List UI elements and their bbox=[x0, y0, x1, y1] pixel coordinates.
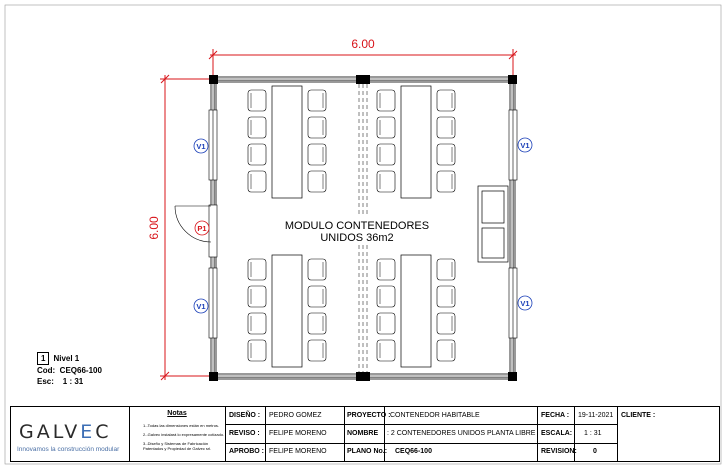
tag-window-bottom-right: V1 bbox=[517, 295, 533, 311]
chair bbox=[376, 143, 396, 166]
aprobo-label: APROBO : bbox=[229, 448, 264, 455]
tag-window-bottom-right-label: V1 bbox=[520, 299, 529, 308]
diseno-label: DISEÑO : bbox=[229, 412, 261, 419]
chair bbox=[376, 312, 396, 335]
escala-label: ESCALA: bbox=[541, 430, 573, 437]
chair bbox=[307, 285, 327, 308]
nombre-label: NOMBRE bbox=[347, 430, 379, 437]
fecha-value: 19-11-2021 bbox=[578, 412, 614, 419]
escala-value: 1 : 31 bbox=[584, 430, 602, 437]
tag-door: P1 bbox=[194, 220, 210, 236]
tag-window-top-left-label: V1 bbox=[196, 142, 205, 151]
chair bbox=[247, 258, 267, 281]
revision-label: REVISION: bbox=[541, 448, 577, 455]
reviso-value: FELIPE MORENO bbox=[269, 430, 327, 437]
cliente-label: CLIENTE : bbox=[621, 412, 656, 419]
chair bbox=[436, 312, 456, 335]
notes-section: Notas 1.-Todas las dimensiones están en … bbox=[129, 407, 225, 461]
chair bbox=[376, 285, 396, 308]
chair bbox=[307, 170, 327, 193]
notes-title: Notas bbox=[167, 410, 187, 417]
tag-window-top-left: V1 bbox=[193, 138, 209, 154]
chair bbox=[247, 89, 267, 112]
reviso-label: REVISO : bbox=[229, 430, 260, 437]
chair bbox=[376, 116, 396, 139]
chair bbox=[307, 312, 327, 335]
esc-label: Esc: bbox=[37, 377, 54, 386]
proyecto-label: PROYECTO : bbox=[347, 412, 391, 419]
aprobo-value: FELIPE MORENO bbox=[269, 448, 327, 455]
nombre-value: : 2 CONTENEDORES UNIDOS PLANTA LIBRE bbox=[387, 430, 536, 437]
cod-label: Cod: bbox=[37, 366, 56, 375]
chair bbox=[436, 339, 456, 362]
table bbox=[400, 254, 432, 368]
esc-value: 1 : 31 bbox=[62, 377, 84, 386]
chair bbox=[376, 339, 396, 362]
plan-title-line2: UNIDOS 36m2 bbox=[320, 232, 393, 244]
chair bbox=[307, 339, 327, 362]
table bbox=[400, 85, 432, 199]
cod-value: CEQ66-100 bbox=[59, 366, 102, 375]
chair bbox=[247, 170, 267, 193]
chair bbox=[376, 170, 396, 193]
plano-label: PLANO No.: bbox=[347, 448, 388, 455]
level-number: 1 bbox=[37, 352, 50, 365]
company-logo: GALVEC Innovamos la construcción modular bbox=[11, 407, 129, 461]
tag-window-bottom-left-label: V1 bbox=[196, 302, 205, 311]
corner-posts bbox=[209, 75, 517, 381]
fecha-label: FECHA : bbox=[541, 412, 570, 419]
chair bbox=[307, 89, 327, 112]
tag-window-top-right-label: V1 bbox=[520, 141, 529, 150]
chair bbox=[436, 143, 456, 166]
tag-window-bottom-left: V1 bbox=[193, 298, 209, 314]
chair bbox=[436, 170, 456, 193]
chair bbox=[247, 339, 267, 362]
logo-text: GALVEC bbox=[19, 421, 112, 443]
diseno-value: PEDRO GOMEZ bbox=[269, 412, 322, 419]
chair bbox=[376, 258, 396, 281]
chair bbox=[376, 89, 396, 112]
note-3: 3.-Diseño y Sistemas de Fabricación Pate… bbox=[143, 441, 212, 451]
note-2: 2.-Galvec instalará lo expresamente coti… bbox=[143, 432, 225, 437]
dimension-horizontal-label: 6.00 bbox=[351, 37, 375, 51]
chair bbox=[247, 312, 267, 335]
counter bbox=[477, 185, 509, 263]
chair bbox=[436, 116, 456, 139]
furniture bbox=[247, 85, 456, 368]
windows bbox=[208, 109, 518, 339]
table bbox=[271, 254, 303, 368]
chair bbox=[436, 285, 456, 308]
door bbox=[174, 204, 218, 258]
tag-window-top-right: V1 bbox=[517, 137, 533, 153]
chair bbox=[247, 143, 267, 166]
dimension-vertical bbox=[160, 74, 213, 381]
title-block: GALVEC Innovamos la construcción modular… bbox=[10, 406, 720, 462]
chair bbox=[307, 143, 327, 166]
chair bbox=[436, 258, 456, 281]
chair bbox=[247, 285, 267, 308]
plan-title-bg bbox=[280, 214, 430, 244]
logo-tagline: Innovamos la construcción modular bbox=[17, 446, 120, 453]
chair bbox=[436, 89, 456, 112]
logo-accent-letter: E bbox=[80, 421, 96, 443]
dimension-vertical-label: 6.00 bbox=[147, 216, 161, 240]
plano-value: CEQ66-100 bbox=[395, 448, 432, 455]
table bbox=[271, 85, 303, 199]
chair bbox=[247, 116, 267, 139]
tag-door-label: P1 bbox=[197, 224, 206, 233]
sheet-frame bbox=[4, 4, 722, 465]
dimension-horizontal bbox=[208, 49, 518, 79]
note-1: 1.-Todas las dimensiones están en metros… bbox=[143, 423, 220, 428]
level-name: Nivel 1 bbox=[53, 354, 80, 363]
revision-value: 0 bbox=[593, 448, 597, 455]
chair bbox=[307, 116, 327, 139]
proyecto-value: CONTENEDOR HABITABLE bbox=[390, 412, 480, 419]
plan-title-line1: MODULO CONTENEDORES bbox=[285, 220, 429, 232]
chair bbox=[307, 258, 327, 281]
